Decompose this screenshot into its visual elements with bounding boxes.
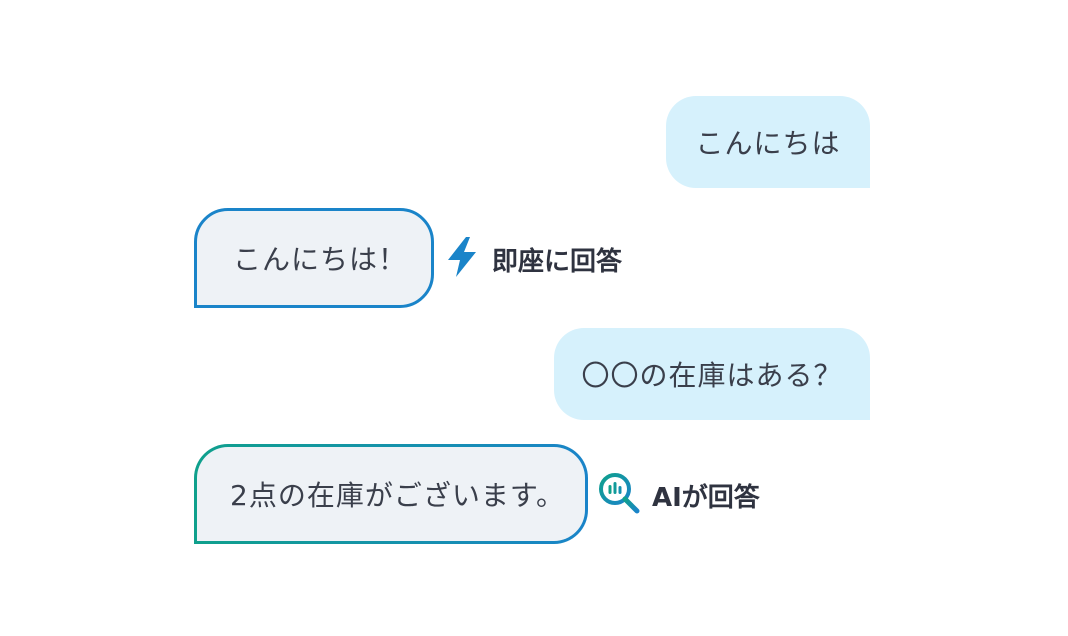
user-message-bubble: 〇〇の在庫はある？ bbox=[554, 328, 870, 420]
bot-reply-text: こんにちは！ bbox=[233, 243, 408, 276]
ai-reply-label: AIが回答 bbox=[652, 482, 760, 513]
user-message-bubble: こんにちは bbox=[666, 96, 870, 188]
ai-reply-inner: 2点の在庫がございます。 bbox=[197, 447, 585, 541]
user-message-text: 〇〇の在庫はある？ bbox=[581, 359, 843, 392]
ai-reply-text: 2点の在庫がございます。 bbox=[230, 479, 566, 512]
instant-reply-tag: 即座に回答 bbox=[444, 236, 622, 282]
instant-reply-label: 即座に回答 bbox=[492, 246, 623, 277]
ai-reply-tag: AIが回答 bbox=[598, 472, 760, 518]
bot-reply-bubble: こんにちは！ bbox=[194, 208, 434, 308]
ai-reply-bubble: 2点の在庫がございます。 bbox=[194, 444, 588, 544]
lightning-bolt-icon bbox=[444, 236, 480, 282]
ai-search-chart-icon bbox=[598, 472, 640, 518]
user-message-text: こんにちは bbox=[695, 127, 841, 160]
